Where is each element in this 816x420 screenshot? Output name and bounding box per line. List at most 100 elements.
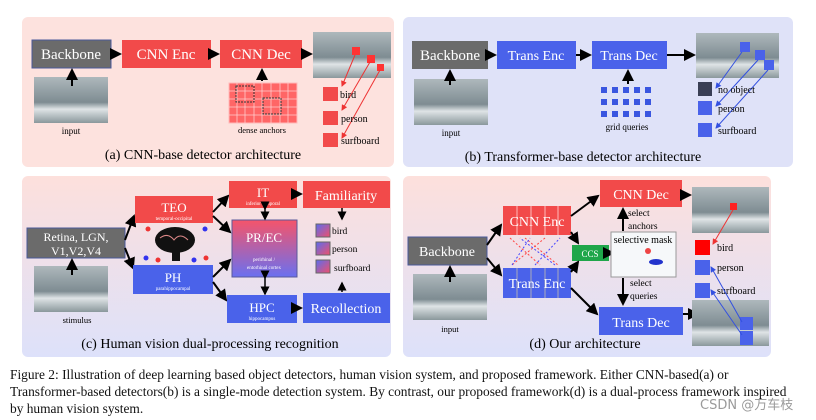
mask-hotspot <box>649 259 663 265</box>
recollection-box <box>303 293 390 323</box>
detection-cell <box>377 64 384 71</box>
class-label: person <box>332 245 358 255</box>
query-cell <box>740 331 753 345</box>
trans-enc-box <box>503 268 571 298</box>
arrow <box>341 54 356 87</box>
arrow <box>710 289 743 336</box>
figure-caption: Figure 2: Illustration of deep learning … <box>10 367 787 416</box>
trans-dec-label: Trans Dec <box>600 49 657 64</box>
class-box-surfboard <box>315 259 331 274</box>
cnn-enc-label: CNN Enc <box>137 47 196 63</box>
dense-anchors-label: dense anchors <box>238 125 286 135</box>
cnn-dec-label: CNN Dec <box>613 188 669 203</box>
arrow <box>123 247 135 270</box>
class-box-person <box>695 260 710 275</box>
arrow <box>341 61 371 111</box>
cross-attention-arrows <box>509 237 561 266</box>
arrow <box>712 209 734 245</box>
class-box-person <box>315 241 331 256</box>
arrow <box>212 215 232 234</box>
panel-b-transformer-detector: Backbone Trans Enc Trans Dec input grid … <box>403 17 793 167</box>
output-grid-image <box>696 33 779 78</box>
panel-c-human-vision: Retina, LGN, V1,V2,V4 stimulus TEO tempo… <box>22 176 391 357</box>
mask-hotspot <box>645 248 651 254</box>
input-label: input <box>62 126 81 136</box>
query-cell <box>740 42 750 52</box>
teo-label: TEO <box>161 200 186 215</box>
backbone-label: Backbone <box>41 47 101 63</box>
prec-sublabel: perirhinal / <box>253 258 276 263</box>
class-box-no-object <box>698 82 712 96</box>
class-label: surfboard <box>341 136 379 147</box>
class-box-bird <box>695 240 710 255</box>
panel-a-caption: (a) CNN-base detector architecture <box>105 148 301 163</box>
grid-queries-label: grid queries <box>606 122 649 132</box>
query-cell <box>755 50 765 60</box>
arrow <box>341 69 381 139</box>
trans-enc-label: Trans Enc <box>509 277 566 292</box>
arrow <box>486 257 503 277</box>
arrow <box>570 194 600 217</box>
familiarity-label: Familiarity <box>315 189 377 204</box>
watermark: CSDN @万车枝 <box>700 398 794 413</box>
class-box-surfboard <box>698 123 712 137</box>
select-queries-label: select <box>630 279 652 289</box>
arrow <box>715 51 743 89</box>
cnn-enc-label: CNN Enc <box>510 215 565 230</box>
trans-enc-box <box>497 41 576 69</box>
backbone-label: Backbone <box>419 245 475 260</box>
class-label: bird <box>717 243 733 254</box>
class-label: no object <box>718 85 755 96</box>
cnn-enc-box <box>122 40 211 68</box>
selective-mask-image <box>610 231 677 278</box>
trans-output-image <box>692 300 769 346</box>
panel-d-caption: (d) Our architecture <box>529 337 640 352</box>
select-anchors-label: select <box>628 209 650 219</box>
detection-cell <box>367 55 375 63</box>
ccs-box <box>572 245 609 261</box>
class-label: surfboard <box>717 286 755 297</box>
trans-enc-label: Trans Enc <box>508 49 565 64</box>
class-box-bird <box>315 223 331 238</box>
arrow <box>567 260 580 274</box>
detection-cell <box>730 203 737 210</box>
panel-b-caption: (b) Transformer-base detector architectu… <box>465 150 701 165</box>
class-label: bird <box>340 90 356 101</box>
class-box-person <box>323 111 338 125</box>
brain-icon <box>143 226 209 263</box>
input-label: input <box>442 128 461 138</box>
class-label: person <box>718 104 745 115</box>
panel-a-cnn-detector: Backbone CNN Enc CNN Dec input dense anc… <box>22 17 394 167</box>
select-queries-label: queries <box>630 292 658 302</box>
class-box-surfboard <box>323 133 338 147</box>
class-label: surfboard <box>334 263 371 274</box>
cnn-dec-box <box>220 40 302 68</box>
backbone-box <box>412 41 488 69</box>
teo-box <box>135 196 213 223</box>
arrow <box>124 214 137 241</box>
selective-mask-label: selective mask <box>614 235 673 246</box>
prec-label: PR/EC <box>246 230 282 245</box>
input-image <box>414 79 488 125</box>
detection-cell <box>352 47 360 55</box>
class-box-surfboard <box>695 283 710 298</box>
retina-label: Retina, LGN, <box>44 230 109 244</box>
arrow <box>486 223 503 246</box>
query-cell <box>764 60 774 70</box>
hpc-label: HPC <box>249 300 274 315</box>
prec-box <box>231 219 298 278</box>
query-cell <box>740 317 753 330</box>
ph-sublabel: parahippocampal <box>156 287 191 292</box>
it-label: IT <box>257 185 269 200</box>
class-label: bird <box>332 227 348 237</box>
anchor-box <box>262 97 282 115</box>
arrow <box>212 281 228 302</box>
arrow <box>212 258 232 278</box>
class-box-bird <box>323 87 338 101</box>
anchor-box <box>235 85 255 103</box>
panel-d-our-architecture: Backbone input CNN Enc Trans Enc CCS sel… <box>403 176 771 357</box>
recollection-label: Recollection <box>311 302 382 317</box>
panel-c-caption: (c) Human vision dual-processing recogni… <box>81 337 338 352</box>
arrow <box>715 59 759 107</box>
trans-dec-box <box>599 307 683 335</box>
